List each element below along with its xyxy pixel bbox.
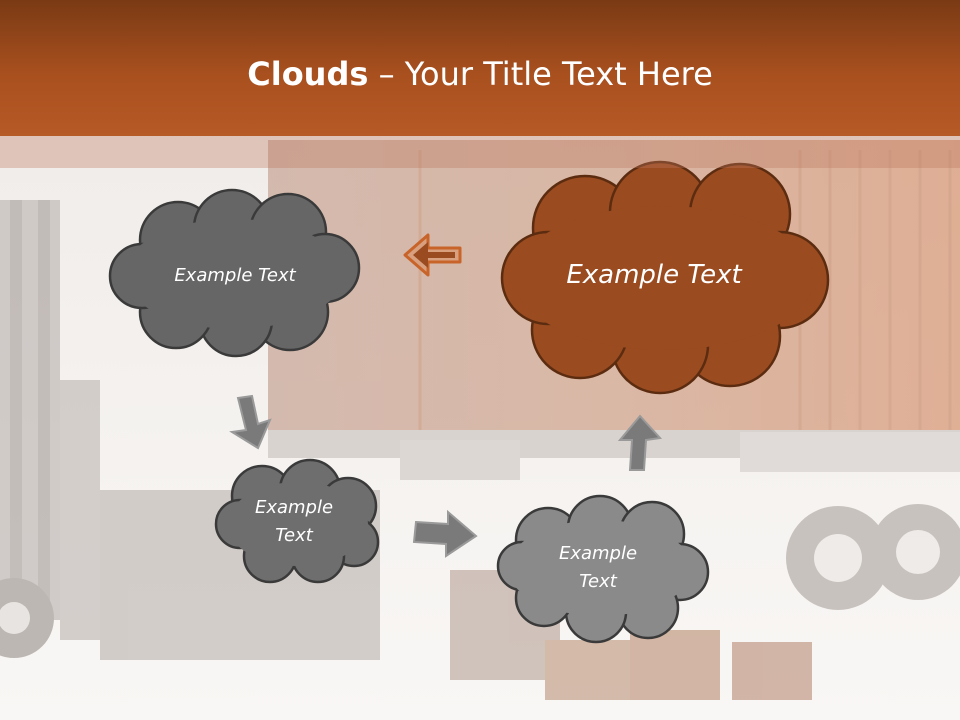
cloud-shape-2[interactable]	[500, 160, 830, 395]
cloud-shape-4[interactable]	[496, 494, 710, 644]
arrow-left-icon	[403, 233, 462, 277]
arrow-down-icon	[229, 394, 272, 450]
arrow-up-icon	[617, 414, 663, 471]
cloud-2-text[interactable]: Example Text	[566, 260, 742, 290]
title-bar	[0, 0, 960, 136]
title-dash: –	[368, 55, 405, 93]
cloud-1-text[interactable]: Example Text	[174, 264, 296, 286]
title-bold: Clouds	[247, 55, 369, 93]
arrow-right-icon	[412, 509, 478, 558]
cloud-3-text[interactable]: Example Text	[254, 497, 334, 546]
cloud-4-text[interactable]: Example Text	[558, 543, 638, 592]
cloud-shape-1[interactable]	[108, 188, 361, 358]
title-band	[0, 136, 960, 168]
slide-title[interactable]: Clouds – Your Title Text Here	[0, 52, 960, 96]
title-rest: Your Title Text Here	[404, 55, 713, 93]
cloud-shape-3[interactable]	[214, 458, 380, 584]
